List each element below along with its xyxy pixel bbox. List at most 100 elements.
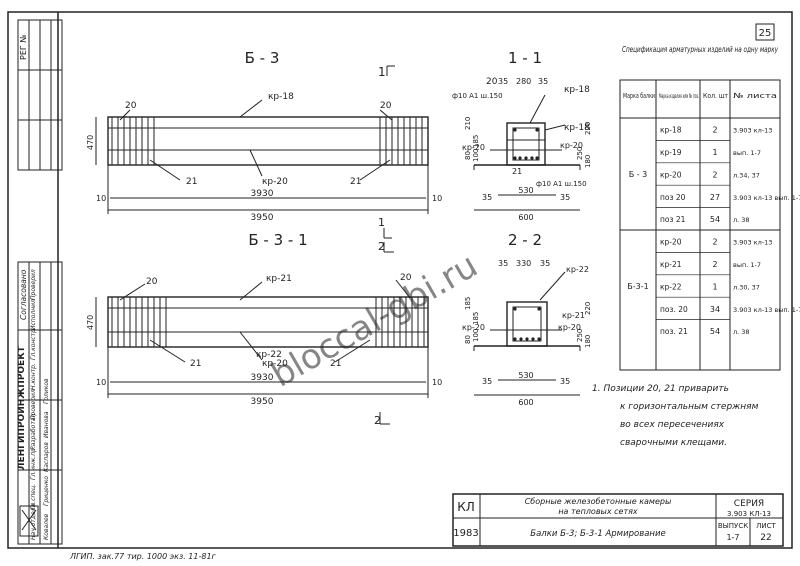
tb-issue-label: ВЫПУСК — [718, 522, 748, 530]
section-mark-b31: 2 — [378, 240, 385, 253]
dim-s22-80: 80 — [464, 335, 472, 344]
dim-s11-600: 600 — [518, 213, 533, 222]
spec-qty: 1 — [712, 148, 717, 157]
spec-item: поз. 20 — [660, 305, 688, 314]
dim-b3-470: 470 — [86, 135, 95, 150]
dim-s22-100: 100 — [472, 329, 480, 342]
outer-frame — [7, 11, 793, 549]
role-label: Разработал — [30, 413, 37, 450]
agreed-label: Согласовано — [19, 269, 28, 320]
role-label: Гл.спец. — [30, 484, 37, 510]
role-label: Гл.констр. — [30, 327, 37, 360]
dim-s11-180: 180 — [584, 155, 592, 168]
beam-b31-outline — [107, 296, 429, 348]
dim-s22-250: 250 — [576, 329, 584, 342]
dim-b31-10a: 10 — [96, 378, 106, 387]
callout-b31-20a: 20 — [146, 277, 158, 287]
dim-b3-10a: 10 — [96, 194, 106, 203]
dim-s11-210: 210 — [464, 117, 472, 130]
role-list: Нач.отделаГл.спец.Гл.инж.пр.РазработалПр… — [30, 269, 37, 540]
spec-header-item: Марка изделия или № поз. — [659, 92, 699, 100]
section-title-2-2: 2 - 2 — [508, 231, 542, 249]
callout-b3-kr18: кр-18 — [268, 92, 294, 102]
signer-name: Каспаров — [43, 442, 50, 472]
rebar-dot — [530, 156, 534, 160]
spec-beam-mark: Б-3-1 — [627, 282, 648, 291]
callout-s22-kr22: кр-22 — [566, 265, 589, 274]
dim-s22-35b: 35 — [540, 259, 550, 268]
dim-s11-100: 100 — [472, 149, 480, 162]
tb-year: 1983 — [453, 528, 478, 539]
rebar-dot — [513, 128, 517, 132]
spec-qty: 54 — [710, 215, 720, 224]
rebar-dot — [535, 128, 539, 132]
spec-sheet: 3.903 кл-13 — [733, 127, 772, 135]
spec-qty: 27 — [710, 193, 720, 202]
view-title-b3: Б - 3 — [245, 49, 280, 67]
dim-b3-3950: 3950 — [251, 213, 274, 223]
rebar-dot — [531, 337, 535, 341]
dim-s11-530: 530 — [518, 186, 533, 195]
signer-name: Гриценко — [43, 476, 50, 506]
spec-item: кр-22 — [660, 282, 682, 291]
rebar-dot — [513, 307, 517, 311]
rebar-dot — [525, 337, 529, 341]
stirrups-b31 — [111, 297, 425, 347]
role-label: Гл.инж.пр. — [30, 446, 37, 480]
dim-b31-470: 470 — [86, 315, 95, 330]
dim-s22-220: 220 — [584, 302, 592, 315]
callout-s11-kr20b: кр-20 — [560, 141, 583, 150]
callout-s11-21: 21 — [512, 167, 522, 176]
dim-s11-280: 280 — [516, 77, 531, 86]
beam-b3-outline — [107, 116, 429, 166]
spec-title: Спецификация арматурных изделий на одну … — [622, 45, 778, 54]
spec-item: кр-20 — [660, 238, 682, 247]
spec-item: кр-18 — [660, 126, 682, 135]
dim-s22-185b: 185 — [472, 312, 480, 325]
spec-item: кр-21 — [660, 260, 682, 269]
spec-qty: 34 — [710, 305, 720, 314]
callout-s22-kr20a: кр-20 — [462, 323, 485, 332]
spec-qty: 2 — [712, 238, 717, 247]
spec-item: поз. 21 — [660, 327, 688, 336]
callout-s11-phi10b: ф10 А1 ш.150 — [536, 180, 587, 188]
spec-table: Спецификация арматурных изделий на одну … — [619, 45, 800, 371]
callout-b3-20a: 20 — [125, 101, 137, 111]
dim-s11-80: 80 — [464, 151, 472, 160]
tb-series-label: СЕРИЯ — [734, 499, 764, 509]
spec-qty: 1 — [712, 282, 717, 291]
dim-s11-35d: 35 — [560, 193, 570, 202]
dim-s11-35b: 35 — [538, 77, 548, 86]
signer-name: Ковалев — [43, 513, 50, 540]
rebar-dot — [513, 156, 517, 160]
note: 1. Позиции 20, 21 приварить к горизонтал… — [592, 384, 759, 448]
role-label: Проверил — [30, 269, 37, 300]
role-label: Н.контр. — [30, 363, 37, 390]
note-line-1: 1. Позиции 20, 21 приварить — [592, 384, 729, 394]
page-number-box — [755, 23, 775, 41]
dim-s11-220: 220 — [584, 122, 592, 135]
spec-item: кр-19 — [660, 148, 682, 157]
dim-s22-35a: 35 — [498, 259, 508, 268]
reg-stamp-label: РЕГ № — [19, 34, 28, 60]
rebar-dot — [535, 156, 539, 160]
watermark: bloccal-gbi.ru — [265, 245, 485, 395]
tb-series: 3.903 КЛ-13 — [727, 510, 771, 518]
role-label: Проверил — [30, 389, 37, 420]
callout-s22-kr21: кр-21 — [562, 311, 585, 320]
rebar-dot — [537, 307, 541, 311]
dim-s22-530: 530 — [518, 371, 533, 380]
callout-b31-21b: 21 — [330, 359, 341, 369]
tb-sheet-label: ЛИСТ — [756, 522, 776, 530]
view-title-b31: Б - 3 - 1 — [248, 231, 307, 249]
dim-s11-35c: 35 — [482, 193, 492, 202]
dim-b31-10b: 10 — [432, 378, 442, 387]
section-mark-b3: 1 — [378, 65, 386, 79]
spec-qty: 2 — [712, 260, 717, 269]
dim-s11-35a: 35 — [498, 77, 508, 86]
tb-title-line1: Сборные железобетонные камеры — [525, 497, 672, 506]
role-label: Нач.отдела — [30, 504, 37, 540]
dim-s22-185a: 185 — [464, 297, 472, 310]
callout-s11-20: 20 — [486, 77, 498, 87]
section-1-1: 1 - 1 20 кр-18 кр-18 кр-20 кр-20 21 ф10 … — [452, 49, 592, 222]
